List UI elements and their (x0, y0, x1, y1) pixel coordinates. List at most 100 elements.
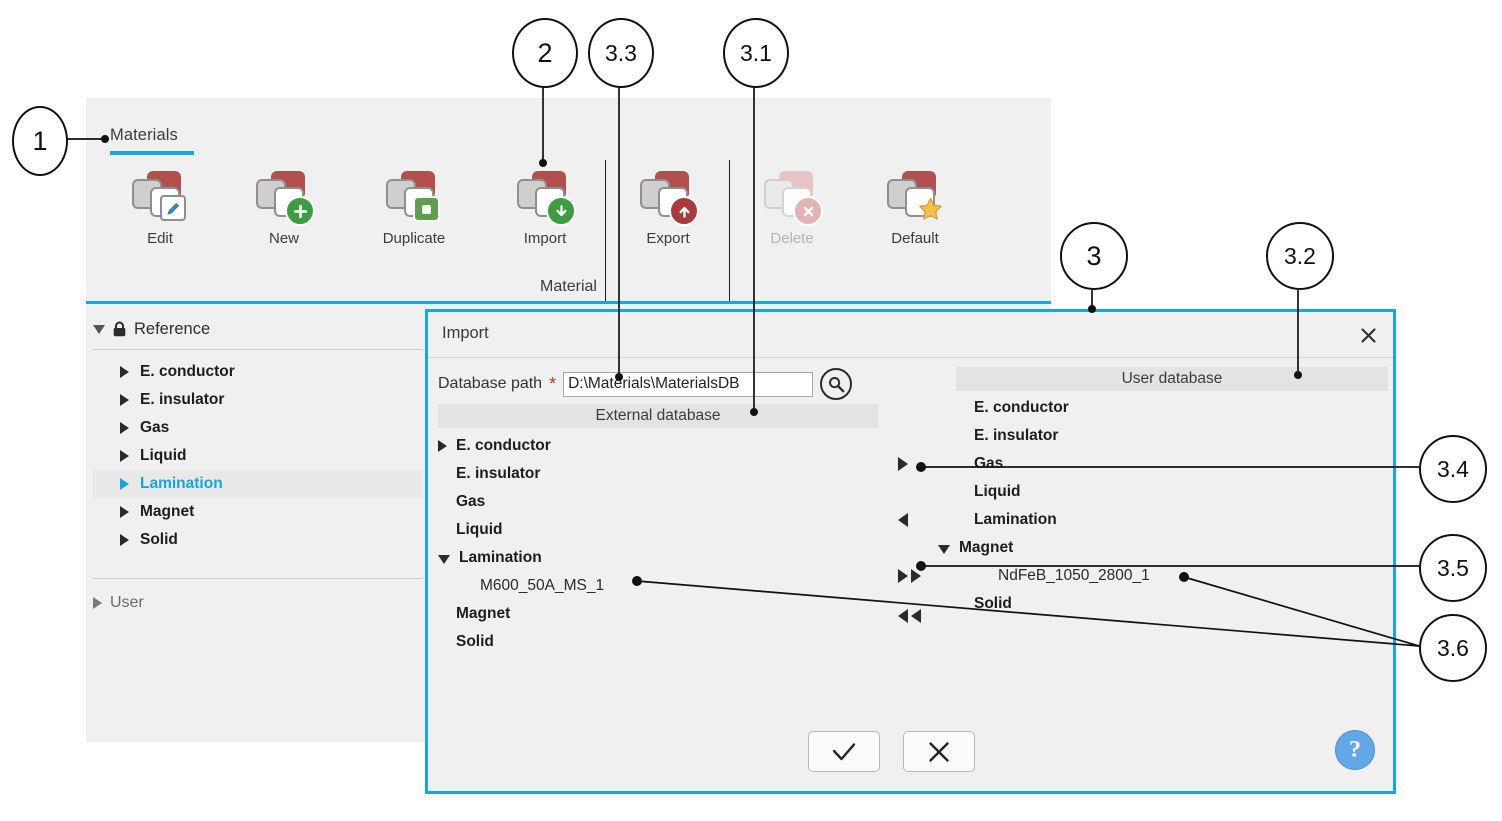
toolbar-button-import[interactable]: Import (497, 170, 593, 247)
tree-item-e-insulator[interactable]: E. insulator (93, 386, 423, 414)
move-right-all-button[interactable] (898, 562, 946, 590)
ext-item-label: Lamination (459, 549, 542, 566)
ext-item-m600-50a-ms-1[interactable]: M600_50A_MS_1 (438, 572, 878, 600)
reference-tree: E. conductor E. insulator Gas Liquid Lam… (93, 358, 423, 554)
sidebar-divider-top (93, 349, 423, 350)
toolbar-label: Duplicate (382, 230, 446, 247)
tree-item-lamination[interactable]: Lamination (93, 470, 423, 498)
ribbon-separator-2 (729, 160, 730, 302)
search-browse-icon[interactable] (820, 368, 853, 400)
usr-item-label: NdFeB_1050_2800_1 (998, 567, 1150, 584)
chevron-right-icon (120, 534, 129, 546)
toolbar-button-export[interactable]: Export (620, 170, 716, 247)
callout-1: 1 (12, 106, 68, 176)
toolbar-button-new[interactable]: New (236, 170, 332, 247)
ext-item-liquid[interactable]: Liquid (438, 516, 878, 544)
ext-item-lamination[interactable]: Lamination (438, 544, 878, 572)
usr-item-lamination[interactable]: Lamination (956, 506, 1388, 534)
tree-item-label: E. conductor (140, 363, 235, 380)
usr-item-label: E. insulator (974, 427, 1059, 444)
external-database-tree: E. conductor E. insulator Gas Liquid Lam… (438, 432, 878, 656)
arrow-right-icon (911, 569, 921, 583)
ext-item-label: Magnet (456, 605, 511, 622)
usr-item-ndfeb-1050-2800-1[interactable]: NdFeB_1050_2800_1 (956, 562, 1388, 590)
ribbon-group-caption: Material (540, 278, 597, 295)
arrow-left-icon (898, 609, 908, 623)
sidebar-group-label: Reference (134, 319, 211, 338)
move-left-all-button[interactable] (898, 602, 946, 630)
toolbar-label: Import (523, 230, 567, 247)
sidebar-group-reference[interactable]: Reference (93, 313, 423, 345)
ext-item-e-insulator[interactable]: E. insulator (438, 460, 878, 488)
tree-item-e-conductor[interactable]: E. conductor (93, 358, 423, 386)
ribbon-bottom-accent (86, 301, 1051, 304)
dialog-title: Import (442, 324, 489, 342)
move-left-single-button[interactable] (898, 506, 946, 534)
usr-item-solid[interactable]: Solid (956, 590, 1388, 618)
ok-button[interactable] (808, 731, 880, 772)
database-path-row: Database path * (438, 368, 853, 400)
ext-item-gas[interactable]: Gas (438, 488, 878, 516)
callout-3-5: 3.5 (1419, 534, 1487, 602)
ext-item-solid[interactable]: Solid (438, 628, 878, 656)
dialog-titlebar (428, 312, 1393, 358)
copy-badge-icon (413, 196, 440, 222)
toolbar-button-edit[interactable]: Edit (112, 170, 208, 247)
ext-item-label: Solid (456, 633, 494, 650)
callout-3-6: 3.6 (1419, 614, 1487, 682)
database-path-input[interactable] (563, 371, 814, 397)
ext-item-magnet[interactable]: Magnet (438, 600, 878, 628)
material-export-icon (636, 170, 700, 226)
arrow-right-icon (898, 457, 908, 471)
tab-materials[interactable]: Materials (110, 126, 178, 144)
callout-3-2: 3.2 (1266, 222, 1334, 290)
tree-item-label: Gas (140, 419, 170, 436)
toolbar-label: New (268, 230, 299, 247)
usr-item-label: Solid (974, 595, 1012, 612)
callout-3-4: 3.4 (1419, 435, 1487, 503)
cancel-button[interactable] (903, 731, 975, 772)
chevron-right-icon (120, 506, 129, 518)
sidebar-group-user[interactable]: User (93, 590, 423, 616)
tree-item-label: Magnet (140, 503, 195, 520)
chevron-right-icon (93, 597, 102, 609)
usr-item-e-conductor[interactable]: E. conductor (956, 394, 1388, 422)
toolbar-button-delete: Delete (744, 170, 840, 247)
external-database-header: External database (438, 404, 878, 428)
toolbar-button-duplicate[interactable]: Duplicate (366, 170, 462, 247)
close-icon[interactable] (1353, 320, 1383, 350)
tree-item-solid[interactable]: Solid (93, 526, 423, 554)
usr-item-gas[interactable]: Gas (956, 450, 1388, 478)
plus-badge-icon (285, 196, 315, 226)
ext-item-e-conductor[interactable]: E. conductor (438, 432, 878, 460)
user-database-header: User database (956, 367, 1388, 391)
tree-item-label: Solid (140, 531, 178, 548)
usr-item-label: E. conductor (974, 399, 1069, 416)
toolbar-button-default[interactable]: Default (867, 170, 963, 247)
toolbar-label: Export (646, 230, 690, 247)
arrow-right-icon (898, 569, 908, 583)
toolbar-label: Delete (770, 230, 814, 247)
callout-3: 3 (1060, 222, 1128, 290)
callout-2: 2 (512, 18, 578, 88)
usr-item-liquid[interactable]: Liquid (956, 478, 1388, 506)
required-marker: * (549, 374, 557, 394)
usr-item-e-insulator[interactable]: E. insulator (956, 422, 1388, 450)
tab-materials-underline (110, 151, 194, 155)
x-icon (929, 741, 949, 762)
transfer-buttons (898, 450, 946, 630)
usr-item-label: Magnet (959, 539, 1014, 556)
material-import-icon (513, 170, 577, 226)
lock-icon (112, 321, 127, 337)
tree-item-gas[interactable]: Gas (93, 414, 423, 442)
usr-item-magnet[interactable]: Magnet (938, 534, 1388, 562)
ext-item-label: Gas (456, 493, 486, 510)
database-path-label: Database path (438, 375, 543, 392)
tree-item-magnet[interactable]: Magnet (93, 498, 423, 526)
check-icon (832, 742, 856, 760)
material-default-icon (883, 170, 947, 224)
chevron-down-icon (438, 554, 450, 564)
move-right-single-button[interactable] (898, 450, 946, 478)
tree-item-liquid[interactable]: Liquid (93, 442, 423, 470)
help-button[interactable]: ? (1335, 730, 1375, 770)
